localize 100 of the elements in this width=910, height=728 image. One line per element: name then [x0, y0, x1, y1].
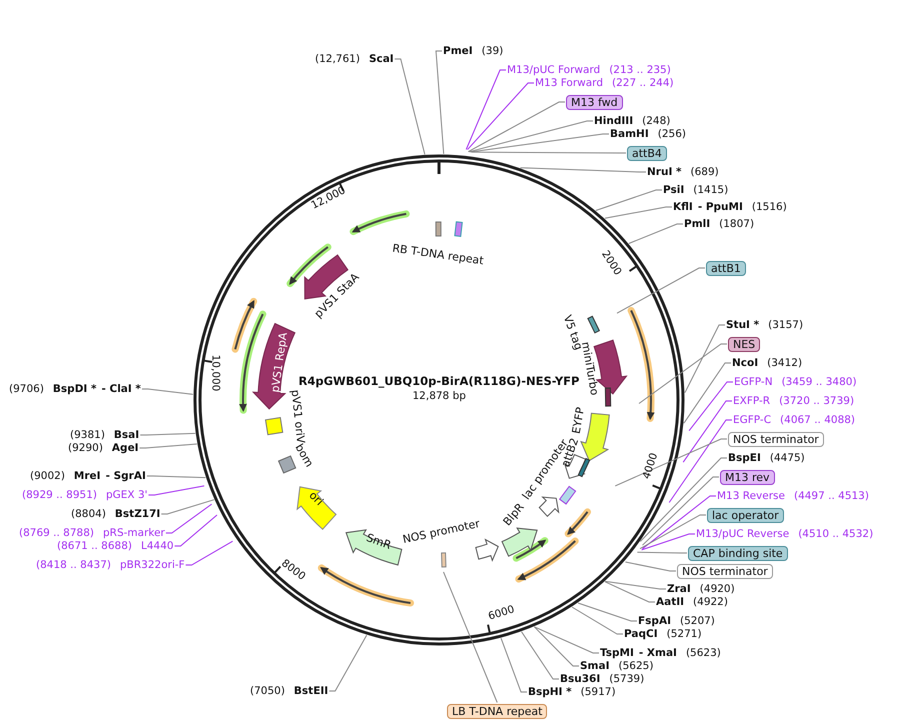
- plasmid-name: R4pGWB601_UBQ10p-BirA(R118G)-NES-YFP: [298, 375, 580, 388]
- leader-line: [468, 102, 566, 152]
- site-label: ZraI (4920): [667, 582, 735, 596]
- leader-line: [394, 58, 426, 155]
- site-label: SmaI (5625): [580, 660, 654, 672]
- leader-line: [467, 82, 534, 150]
- leader-line: [141, 388, 194, 395]
- leader-line: [614, 438, 728, 486]
- leader-line: [640, 458, 728, 542]
- site-label: PmeI (39): [443, 44, 504, 58]
- feature-box: lac operator: [707, 508, 784, 522]
- leader-line: [470, 134, 610, 152]
- tick-label: 6000: [486, 603, 516, 623]
- leader-line: [521, 631, 560, 680]
- site-label: (9290) AgeI: [68, 442, 139, 454]
- leader-line: [435, 50, 444, 154]
- leader-line: [628, 224, 684, 244]
- leader-line: [146, 476, 206, 478]
- leader-line: [638, 344, 728, 404]
- leader-line: [328, 634, 368, 692]
- site-label: FspAI (5207): [638, 614, 715, 628]
- leader-line: [640, 514, 706, 550]
- site-label: (9381) BsaI: [70, 428, 140, 442]
- leader-line: [684, 324, 726, 394]
- site-label: (9002) MreI - SgrAI: [30, 470, 146, 482]
- primer-label: M13 Reverse (4497 .. 4513): [717, 490, 869, 502]
- feature-box: M13 fwd: [566, 94, 623, 110]
- feature-label: ori: [306, 488, 326, 508]
- primer-label: (8929 .. 8951) pGEX 3': [22, 488, 148, 502]
- leader-line: [683, 362, 732, 424]
- leader-line: [636, 552, 688, 554]
- primer-label: M13/pUC Forward (213 .. 235): [507, 64, 671, 76]
- leader-line: [642, 476, 720, 546]
- primer-label: (8769 .. 8788) pRS-marker: [19, 526, 165, 540]
- leader-line: [604, 206, 672, 219]
- leader-line: [443, 571, 498, 703]
- feature-box: attB1: [706, 260, 746, 276]
- leader-line: [534, 626, 600, 654]
- feature-label: RB T-DNA repeat: [392, 241, 484, 267]
- leader-line: [148, 485, 205, 496]
- leader-line: [140, 432, 196, 436]
- primer-label: EXFP-R (3720 .. 3739): [733, 394, 854, 408]
- leader-line: [624, 562, 676, 572]
- feature-box: NOS terminator: [677, 564, 773, 578]
- leader-line: [616, 268, 706, 314]
- leader-line: [185, 540, 234, 566]
- primer-label: M13/pUC Reverse (4510 .. 4532): [696, 528, 874, 540]
- leader-line: [165, 504, 212, 534]
- feature-box: NOS terminator: [728, 432, 824, 446]
- feature-label: EYFP: [569, 406, 587, 434]
- leader-line: [682, 400, 732, 463]
- primer-label: (8671 .. 8688) L4440: [57, 540, 174, 552]
- site-label: (8804) BstZ17I: [71, 508, 160, 520]
- feature-box: LB T-DNA repeat: [447, 704, 548, 718]
- leader-line: [642, 496, 716, 550]
- leader-line: [139, 444, 198, 448]
- feature-label: SmR: [364, 530, 392, 552]
- site-label: NcoI (3412): [732, 356, 802, 370]
- site-label: PaqCI (5271): [624, 628, 702, 640]
- site-label: (12,761) ScaI: [315, 52, 394, 66]
- plasmid-size: 12,878 bp: [412, 390, 466, 403]
- site-label: PsiI (1415): [663, 184, 728, 196]
- leader-line: [688, 382, 734, 432]
- leader-line: [595, 190, 662, 211]
- site-label: NruI * (689): [647, 166, 719, 178]
- leader-line: [466, 70, 506, 150]
- site-label: (9706) BspDI * - ClaI *: [9, 382, 141, 396]
- site-label: Bsu36I (5739): [560, 672, 644, 686]
- leader-line: [520, 167, 646, 172]
- primer-label: EGFP-C (4067 .. 4088): [733, 414, 856, 426]
- leader-line: [578, 602, 638, 622]
- primer-label: EGFP-N (3459 .. 3480): [734, 376, 857, 388]
- leader-line: [604, 581, 656, 602]
- leader-line: [174, 514, 218, 546]
- site-label: KflI - PpuMI (1516): [673, 200, 787, 214]
- feature-box: attB4: [627, 146, 667, 160]
- feature-label: pVS1 RepA: [268, 331, 290, 393]
- site-label: PmlI (1807): [684, 218, 754, 230]
- tick-label: 4000: [640, 451, 660, 481]
- site-label: AatII (4922): [656, 596, 728, 608]
- site-label: BamHI (256): [610, 128, 686, 140]
- leader-line: [668, 420, 732, 503]
- leader-line: [641, 534, 696, 550]
- leader-line: [500, 638, 528, 692]
- site-label: BspHI * (5917): [528, 686, 616, 698]
- site-label: BspEI (4475): [728, 452, 805, 464]
- feature-label: pVS1 oriV: [288, 388, 308, 444]
- feature-box: CAP binding site: [688, 546, 788, 560]
- leader-line: [468, 120, 594, 152]
- site-label: StuI * (3157): [726, 318, 804, 332]
- leader-line: [534, 626, 580, 666]
- leader-line: [604, 580, 666, 590]
- feature-box: M13 rev: [720, 470, 775, 484]
- leader-line: [571, 606, 624, 634]
- feature-box: NES: [728, 336, 760, 352]
- site-label: TspMI - XmaI (5623): [600, 646, 721, 660]
- leader-line: [160, 499, 215, 514]
- leader-line: [471, 152, 626, 154]
- primer-label: (8418 .. 8437) pBR322ori-F: [36, 558, 185, 572]
- primer-label: M13 Forward (227 .. 244): [535, 76, 674, 90]
